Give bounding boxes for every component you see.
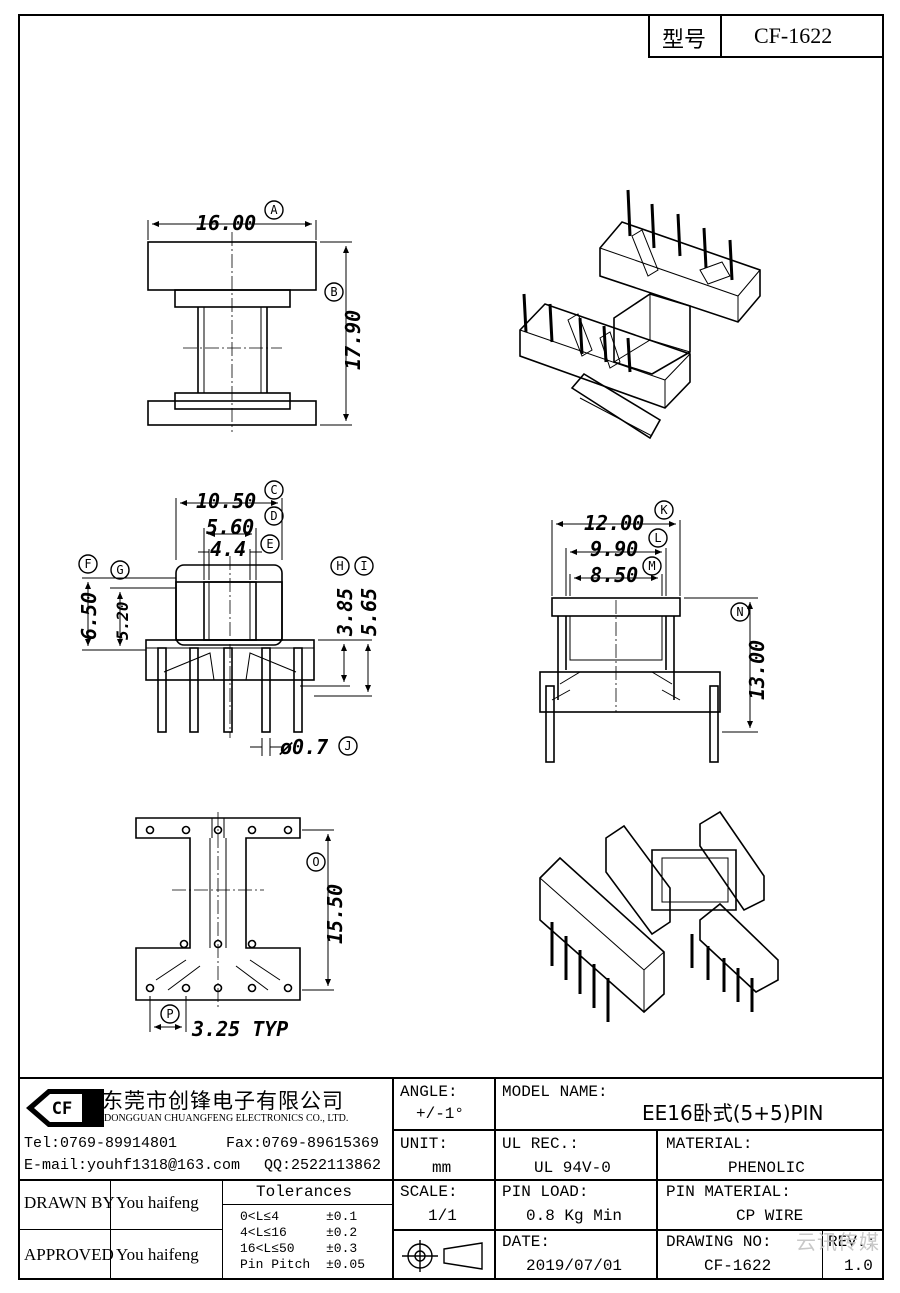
company-name-cn: 东莞市创锋电子有限公司 [102,1089,344,1113]
company-email: E-mail:youhf1318@163.com [24,1157,241,1174]
tag-d: D [270,509,277,523]
tag-m: M [648,559,655,573]
model-label: 型号 [662,28,707,53]
iso-view-top [519,189,761,440]
tag-e: E [266,537,273,551]
dim-b: 17.90 [341,310,365,370]
drawing-frame [18,14,884,1280]
pin-material-value: CP WIRE [736,1207,804,1225]
bottom-view [135,812,334,1032]
watermark: 云讯传媒 [796,1230,880,1254]
unit-value: mm [432,1159,452,1177]
rev-label: REV.: [828,1233,877,1251]
model-name-label: MODEL NAME: [502,1083,608,1101]
unit-label: UNIT: [400,1135,449,1153]
side-view [539,520,758,763]
dim-i: 5.65 [357,588,381,636]
top-view [147,220,352,432]
company-fax: Fax:0769-89615369 [226,1135,380,1152]
title-block: CF 东莞市创锋电子有限公司 DONGGUAN CHUANGFENG ELECT… [18,1077,884,1280]
date-label: DATE: [502,1233,551,1251]
dim-n: 13.00 [745,640,769,700]
dim-m: 8.50 [590,563,638,587]
dim-h: 3.85 [333,588,357,637]
tolerances-label: Tolerances [256,1183,353,1201]
dim-a: 16.00 [196,211,256,235]
angle-value: +/-1° [416,1105,465,1123]
ul-label: UL REC.: [502,1135,579,1153]
tag-p: P [166,1007,173,1021]
technical-drawing: 16.00 17.90 10.50 5.60 4.4 6.50 5.20 3.8… [77,189,779,1041]
material-value: PHENOLIC [728,1159,805,1177]
rev-value: 1.0 [844,1257,873,1275]
company-qq: QQ:2522113862 [264,1157,382,1174]
drawn-by-value: You haifeng [116,1193,199,1212]
tolerance-row: 4<L≤16±0.2 [240,1225,358,1240]
tolerance-row: Pin Pitch±0.05 [240,1257,366,1272]
dim-c: 10.50 [196,489,256,513]
tolerance-row: 0<L≤4±0.1 [240,1209,358,1224]
approved-value: You haifeng [116,1245,199,1264]
dim-j: ø0.7 [279,735,328,759]
pin-load-value: 0.8 Kg Min [526,1207,623,1225]
tag-g: G [116,563,123,577]
model-name-value: EE16卧式(5+5)PIN [642,1101,824,1125]
date-value: 2019/07/01 [526,1257,623,1275]
dim-e: 4.4 [210,537,246,561]
tag-j: J [344,739,351,753]
dim-p: 3.25 TYP [191,1017,288,1041]
drawing-no-value: CF-1622 [704,1257,772,1275]
iso-view-bottom [539,810,779,1022]
tag-b: B [330,285,337,299]
angle-label: ANGLE: [400,1083,458,1101]
material-label: MATERIAL: [666,1135,753,1153]
front-view [82,498,372,756]
dim-o: 15.50 [323,884,347,944]
drawing-no-label: DRAWING NO: [666,1233,772,1251]
scale-label: SCALE: [400,1183,458,1201]
tag-l: L [654,531,661,545]
dim-g: 5.20 [113,601,132,640]
dim-k: 12.00 [584,511,644,535]
pin-load-label: PIN LOAD: [502,1183,589,1201]
tag-k: K [660,503,668,517]
company-name-en: DONGGUAN CHUANGFENG ELECTRONICS CO., LTD… [104,1113,349,1124]
company-tel: Tel:0769-89914801 [24,1135,178,1152]
tag-f: F [84,557,91,571]
tag-i: I [360,559,367,573]
model-header: 型号 CF-1622 [648,14,884,58]
tolerance-row: 16<L≤50±0.3 [240,1241,358,1256]
dim-l: 9.90 [590,537,638,561]
svg-text:CF: CF [52,1099,72,1119]
tag-o: O [312,855,319,869]
tag-a: A [270,203,278,217]
model-code: CF-1622 [754,23,833,48]
company-logo: CF [26,1089,104,1127]
dim-f: 6.50 [77,592,101,640]
scale-value: 1/1 [428,1207,457,1225]
dim-d: 5.60 [206,515,254,539]
tag-n: N [736,605,743,619]
ul-value: UL 94V-0 [534,1159,611,1177]
tag-c: C [270,483,277,497]
projection-symbol-icon [402,1240,483,1272]
approved-label: APPROVED [24,1245,114,1264]
tag-h: H [336,559,343,573]
drawn-by-label: DRAWN BY [24,1193,115,1212]
pin-material-label: PIN MATERIAL: [666,1183,791,1201]
tolerances-table: 0<L≤4±0.1 4<L≤16±0.2 16<L≤50±0.3 Pin Pit… [240,1209,365,1273]
